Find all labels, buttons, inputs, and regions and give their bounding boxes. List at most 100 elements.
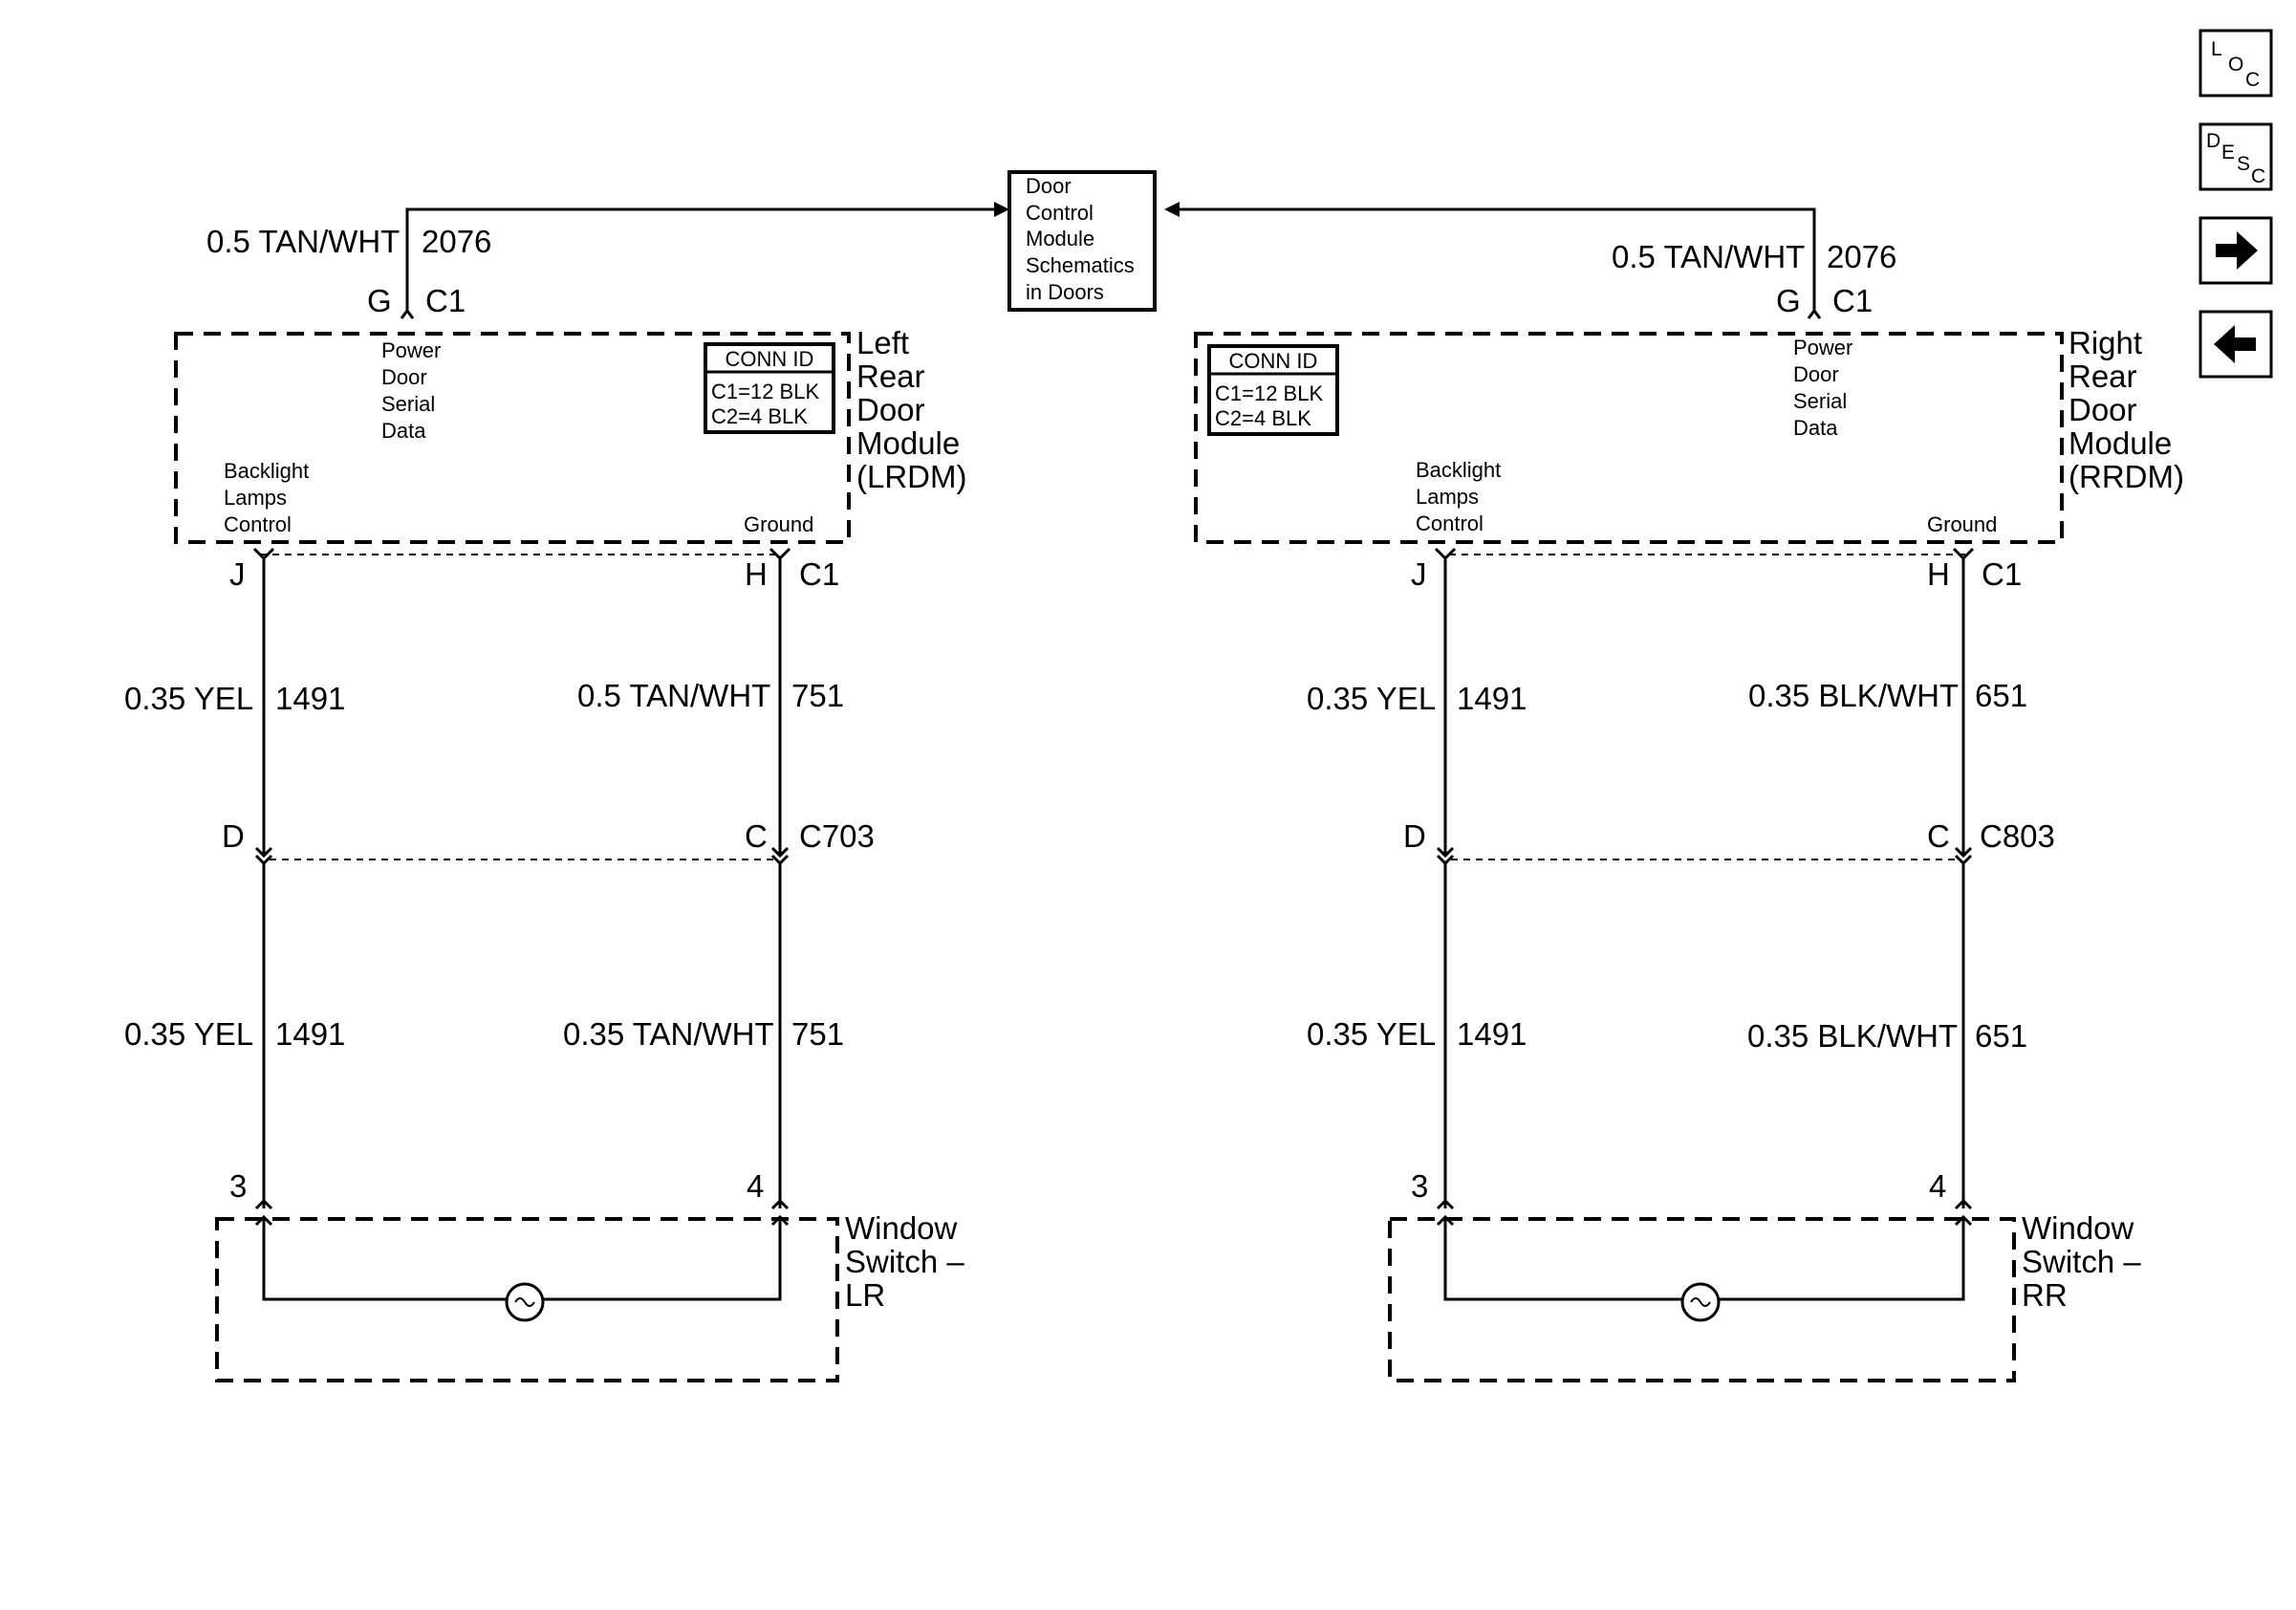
desc-letter-d: D bbox=[2206, 130, 2220, 152]
lr-switch-label-1: Window bbox=[845, 1210, 958, 1246]
dcm-label-5: in Doors bbox=[1026, 280, 1104, 304]
loc-letter-c: C bbox=[2245, 69, 2260, 91]
right-conn-id-c1: C1=12 BLK bbox=[1215, 381, 1323, 405]
right-top-wire-gauge: 0.5 TAN/WHT bbox=[1612, 239, 1805, 274]
right-w1-gauge: 0.35 YEL bbox=[1307, 681, 1436, 716]
right-w2-gauge: 0.35 BLK/WHT bbox=[1748, 678, 1959, 713]
window-switch-lr-box[interactable] bbox=[215, 1217, 839, 1382]
lr-backlight-lamp-icon bbox=[505, 1282, 545, 1322]
left-w1-gauge: 0.35 YEL bbox=[124, 681, 253, 716]
door-control-module-frame bbox=[1007, 170, 1157, 312]
left-c-pin-female-icon bbox=[770, 846, 790, 859]
rr-switch-label-1: Window bbox=[2022, 1210, 2134, 1246]
previous-page-button[interactable] bbox=[2199, 310, 2273, 379]
left-conn-id-c2: C2=4 BLK bbox=[711, 404, 808, 428]
left-switch-lamp-wire-a bbox=[262, 1217, 507, 1301]
rrdm-label-2: Rear bbox=[2069, 359, 2137, 394]
rr-backlight-lamp-icon bbox=[1680, 1282, 1721, 1322]
dcm-label-3: Module bbox=[1026, 227, 1094, 250]
left-pin-3-chevron-icon bbox=[254, 1198, 273, 1210]
right-conn-id-title: CONN ID bbox=[1229, 349, 1318, 373]
right-top-wire-circuit: 2076 bbox=[1827, 239, 1896, 274]
window-switch-rr-box[interactable] bbox=[1388, 1217, 2016, 1382]
door-control-module-box[interactable]: Door Control Module Schematics in Doors bbox=[1007, 170, 1157, 312]
left-top-connector: C1 bbox=[425, 283, 466, 318]
right-j-pin-chevron-icon bbox=[1434, 547, 1457, 561]
right-pin-c: C bbox=[1927, 818, 1950, 854]
left-backlight-label-1: Backlight bbox=[224, 459, 309, 483]
loc-letter-l: L bbox=[2211, 38, 2222, 60]
left-pin-4-chevron-icon bbox=[770, 1198, 790, 1210]
right-psd-label-4: Data bbox=[1793, 416, 1838, 440]
right-conn-id-box: CONN ID C1=12 BLK C2=4 BLK bbox=[1207, 344, 1339, 436]
right-c1-connector: C1 bbox=[1982, 556, 2022, 592]
right-w4-circuit: 651 bbox=[1975, 1018, 2027, 1054]
left-psd-label-3: Serial bbox=[381, 392, 435, 416]
left-top-pin: G bbox=[367, 283, 392, 318]
left-backlight-label-2: Lamps bbox=[224, 486, 287, 510]
right-backlight-label-3: Control bbox=[1416, 511, 1484, 535]
left-pin-h: H bbox=[745, 556, 768, 592]
left-serial-data-wire bbox=[405, 207, 994, 311]
rr-switch-label-3: RR bbox=[2022, 1277, 2068, 1313]
left-w1-circuit: 1491 bbox=[275, 681, 345, 716]
left-top-wire-circuit: 2076 bbox=[422, 224, 491, 259]
rr-switch-label-2: Switch – bbox=[2022, 1244, 2141, 1279]
right-w4-gauge: 0.35 BLK/WHT bbox=[1747, 1018, 1958, 1054]
left-w3-circuit: 1491 bbox=[275, 1016, 345, 1052]
left-pin-4: 4 bbox=[747, 1168, 764, 1204]
right-pin-3-chevron-icon bbox=[1436, 1198, 1455, 1210]
left-g-pin-chevron-icon bbox=[400, 308, 415, 319]
rrdm-label-3: Door bbox=[2069, 392, 2137, 427]
left-pin-3: 3 bbox=[229, 1168, 247, 1204]
left-pin-d: D bbox=[222, 818, 245, 854]
left-rear-door-circuit: 0.5 TAN/WHT 2076 G C1 Left Rear Door Mod… bbox=[124, 202, 1009, 1382]
right-psd-label-1: Power bbox=[1793, 336, 1852, 359]
right-w1-circuit: 1491 bbox=[1457, 681, 1527, 716]
left-d-pin-female-icon bbox=[254, 846, 273, 859]
lrdm-label-2: Rear bbox=[856, 359, 925, 394]
lrdm-label-5: (LRDM) bbox=[856, 459, 966, 494]
right-serial-data-wire bbox=[1180, 207, 1816, 311]
right-w3-circuit: 1491 bbox=[1457, 1016, 1527, 1052]
rrdm-module-box[interactable] bbox=[1194, 332, 2064, 544]
left-psd-label-2: Door bbox=[381, 365, 427, 389]
left-arrow-to-dcm-icon bbox=[994, 202, 1009, 217]
right-psd-label-2: Door bbox=[1793, 362, 1839, 386]
right-conn-id-c2: C2=4 BLK bbox=[1215, 406, 1311, 430]
left-w2-gauge: 0.5 TAN/WHT bbox=[577, 678, 770, 713]
rrdm-label-4: Module bbox=[2069, 425, 2172, 461]
left-switch-pin-3-arrow-icon bbox=[254, 1214, 273, 1227]
rrdm-label-1: Right bbox=[2069, 325, 2142, 360]
right-backlight-label-1: Backlight bbox=[1416, 458, 1501, 482]
dcm-label-4: Schematics bbox=[1026, 253, 1135, 277]
arrow-left-icon bbox=[2214, 325, 2256, 363]
left-top-wire-gauge: 0.5 TAN/WHT bbox=[206, 224, 400, 259]
desc-button[interactable]: D E S C bbox=[2199, 122, 2273, 191]
dcm-label-2: Control bbox=[1026, 201, 1094, 225]
right-w3-gauge: 0.35 YEL bbox=[1307, 1016, 1436, 1052]
loc-button[interactable]: L O C bbox=[2199, 29, 2273, 98]
left-conn-id-box: CONN ID C1=12 BLK C2=4 BLK bbox=[704, 342, 835, 434]
right-switch-pin-3-arrow-icon bbox=[1436, 1214, 1455, 1227]
loc-letter-o: O bbox=[2228, 54, 2243, 76]
left-w2-circuit: 751 bbox=[791, 678, 844, 713]
lrdm-label-1: Left bbox=[856, 325, 909, 360]
desc-letter-c: C bbox=[2251, 165, 2265, 187]
left-conn-id-c1: C1=12 BLK bbox=[711, 380, 819, 403]
left-w4-gauge: 0.35 TAN/WHT bbox=[563, 1016, 774, 1052]
right-pin-h: H bbox=[1927, 556, 1950, 592]
left-ground-label: Ground bbox=[744, 512, 813, 536]
rrdm-label-5: (RRDM) bbox=[2069, 459, 2184, 494]
left-switch-pin-4-arrow-icon bbox=[770, 1214, 790, 1227]
desc-letter-s: S bbox=[2237, 153, 2250, 175]
next-page-button[interactable] bbox=[2199, 216, 2273, 285]
left-h-pin-chevron-icon bbox=[769, 547, 791, 561]
left-c703-connector: C703 bbox=[799, 818, 875, 854]
left-w4-circuit: 751 bbox=[791, 1016, 844, 1052]
right-arrow-to-dcm-icon bbox=[1164, 202, 1180, 217]
right-switch-pin-4-arrow-icon bbox=[1954, 1214, 1973, 1227]
left-pin-c: C bbox=[745, 818, 768, 854]
right-backlight-label-2: Lamps bbox=[1416, 485, 1479, 509]
lrdm-module-box[interactable] bbox=[174, 332, 851, 544]
